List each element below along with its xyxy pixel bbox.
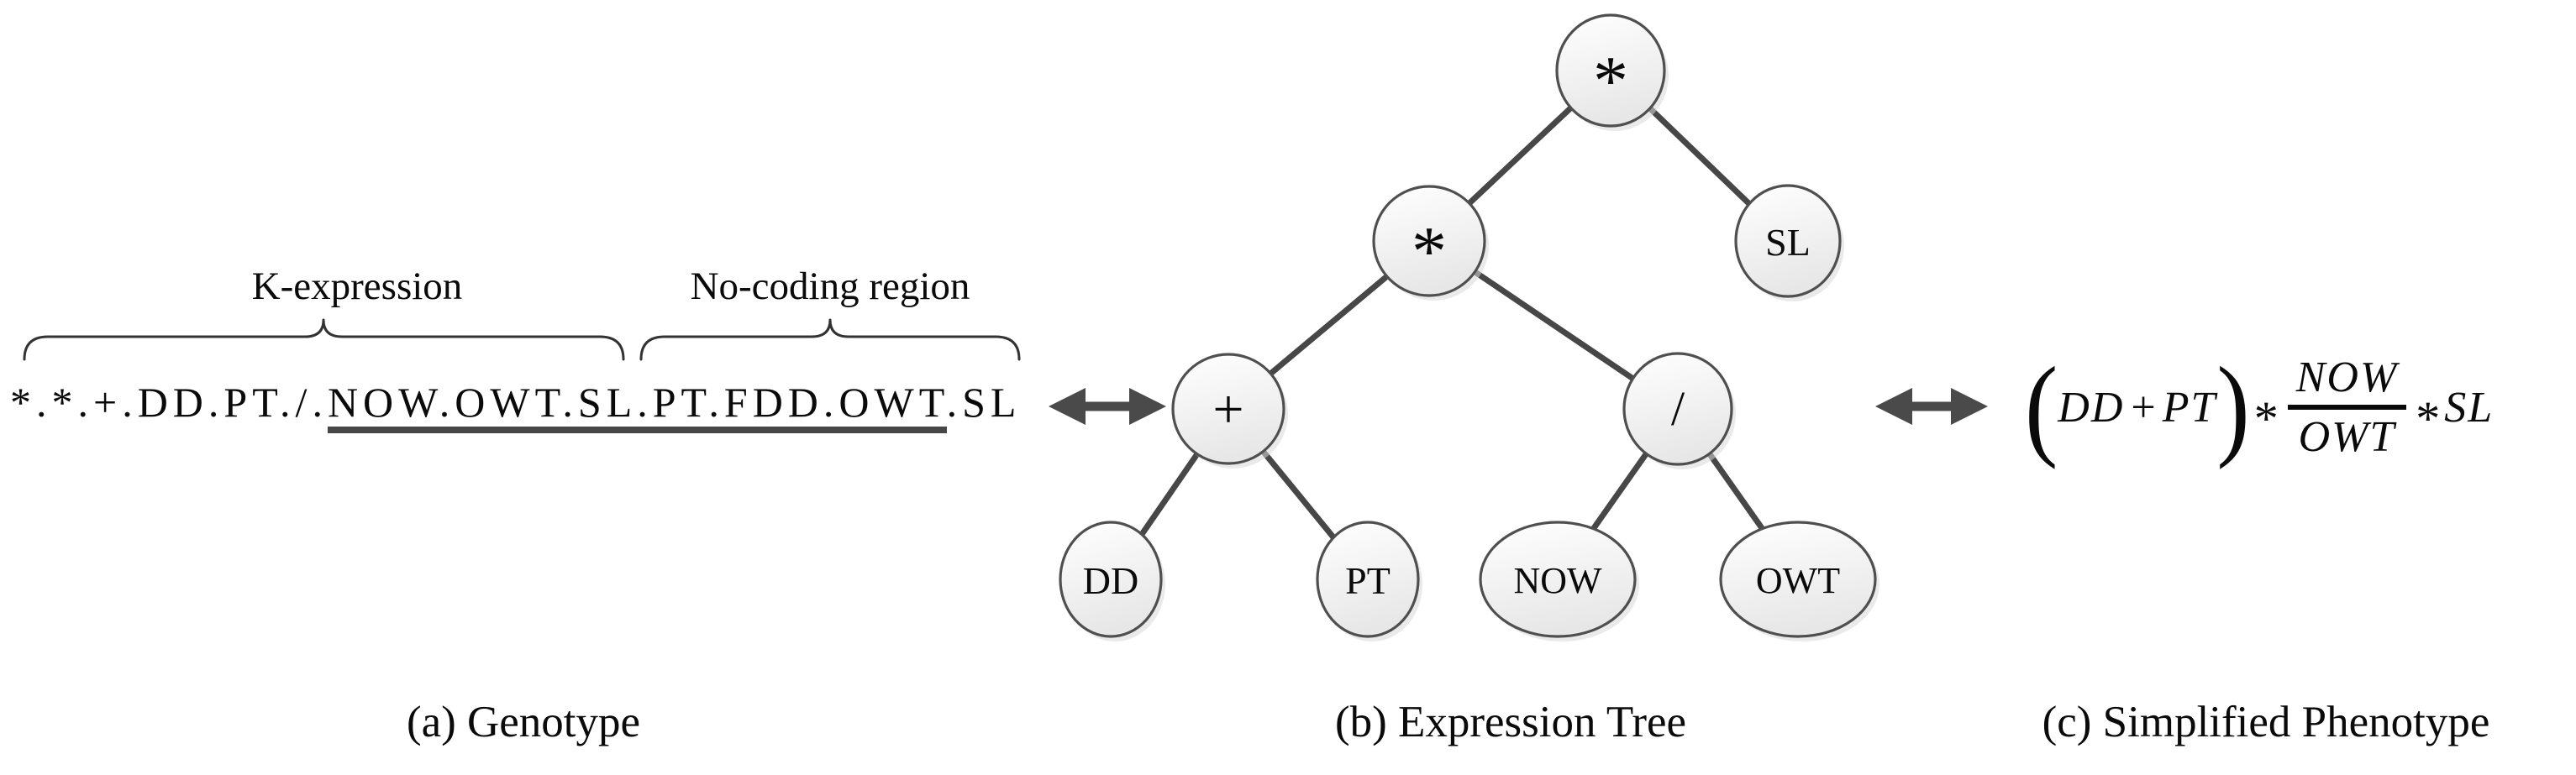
fraction-numerator: NOW	[2295, 353, 2399, 401]
genotype-sequence-suffix: .SL	[946, 379, 1022, 426]
caption-simplified-phenotype: (c) Simplified Phenotype	[2042, 698, 2490, 746]
tree-node-now: NOW	[1479, 521, 1639, 641]
node-label: /	[1671, 381, 1685, 436]
formula-term-pt: PT	[2162, 383, 2217, 432]
genotype-sequence-underlined: NOW.OWT.SL.PT.FDD.OWT	[327, 379, 947, 433]
caption-genotype: (a) Genotype	[406, 698, 641, 746]
plus-operator: +	[2131, 383, 2156, 432]
node-label: OWT	[1756, 560, 1840, 601]
genotype-sequence: *.*.+.DD.PT./.NOW.OWT.SL.PT.FDD.OWT.SL	[10, 378, 1022, 433]
times-operator: *	[2253, 390, 2279, 446]
k-expression-brace	[23, 318, 625, 361]
fraction-denominator: OWT	[2298, 413, 2396, 461]
node-label: SL	[1765, 221, 1811, 264]
no-coding-region-brace	[639, 318, 1021, 361]
node-label: *	[1412, 212, 1447, 291]
node-label: PT	[1345, 559, 1391, 602]
no-coding-region-label: No-coding region	[690, 264, 970, 308]
node-label: DD	[1083, 559, 1138, 602]
tree-node-dd: DD	[1059, 521, 1165, 641]
caption-expression-tree: (b) Expression Tree	[1334, 698, 1687, 746]
left-right-arrow-icon	[1049, 388, 1166, 425]
formula-term-sl: SL	[2444, 383, 2495, 432]
close-paren: )	[2216, 343, 2250, 470]
node-label: *	[1593, 42, 1628, 120]
times-operator: *	[2416, 390, 2441, 446]
phenotype-formula: ( DD + PT ) * NOW OWT * SL	[2025, 321, 2494, 494]
node-label: NOW	[1513, 560, 1602, 601]
node-label: +	[1212, 379, 1243, 440]
k-expression-label: K-expression	[251, 264, 463, 308]
tree-node-owt: OWT	[1719, 521, 1879, 641]
fraction-bar	[2287, 405, 2407, 410]
tree-node-plus: +	[1171, 353, 1288, 469]
open-paren: (	[2025, 343, 2058, 470]
tree-node-div: /	[1622, 352, 1736, 469]
tree-edges	[1107, 67, 1801, 583]
tree-node-pt: PT	[1316, 521, 1422, 641]
formula-term-dd: DD	[2058, 383, 2125, 432]
genotype-sequence-prefix: *.*.+.DD.PT./.	[10, 379, 328, 426]
tree-node-root: *	[1555, 13, 1669, 131]
tree-node-mul: *	[1372, 185, 1489, 301]
fraction: NOW OWT	[2287, 353, 2407, 462]
tree-node-sl: SL	[1734, 184, 1844, 301]
left-right-arrow-icon	[1875, 388, 1988, 425]
